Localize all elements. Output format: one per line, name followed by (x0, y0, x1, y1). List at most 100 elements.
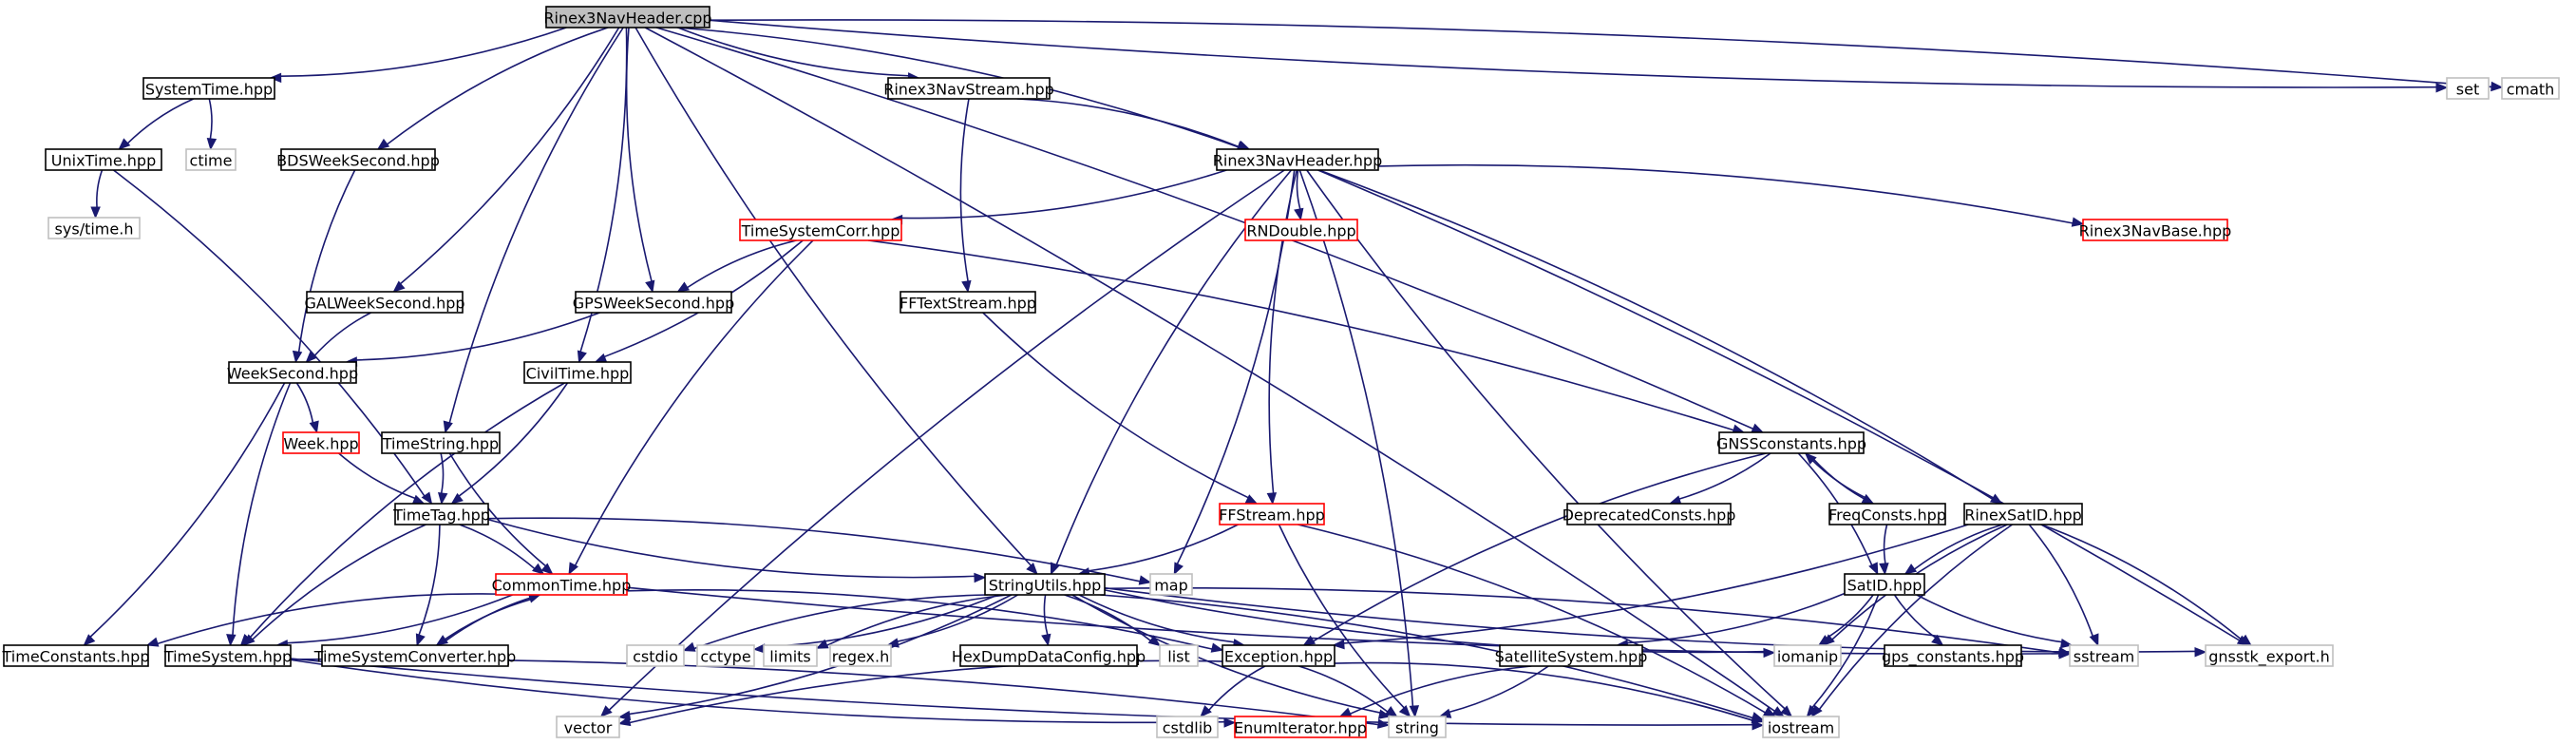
edge-unixtime-hpp-to-sys-time-h (90, 169, 104, 220)
node-gpsweeksecond-hpp[interactable]: GPSWeekSecond.hpp (573, 291, 734, 314)
node-cmath[interactable]: cmath (2501, 77, 2560, 100)
node-satellitesystem-hpp[interactable]: SatelliteSystem.hpp (1495, 644, 1648, 667)
node-rinexsatid-hpp[interactable]: RinexSatID.hpp (1963, 503, 2083, 525)
node-list[interactable]: list (1159, 644, 1199, 667)
edge-arrowhead (450, 492, 464, 505)
edge-line (387, 27, 609, 145)
node-hexdumpdataconfig-hpp[interactable]: HexDumpDataConfig.hpp (952, 644, 1146, 667)
edge-arrowhead (269, 72, 282, 84)
node-vector[interactable]: vector (556, 716, 620, 738)
node-stringutils-hpp[interactable]: StringUtils.hpp (984, 573, 1106, 596)
node-box (1762, 716, 1840, 738)
node-label: gps_constants.hpp (1882, 648, 2024, 667)
node-galweeksecond-hpp[interactable]: GALWeekSecond.hpp (304, 291, 465, 314)
edge-arrowhead (1806, 704, 1818, 718)
node-box (280, 148, 436, 171)
node-freqconsts-hpp[interactable]: FreqConsts.hpp (1828, 503, 1946, 525)
edge-line (440, 452, 445, 494)
node-satid-hpp[interactable]: SatID.hpp (1844, 573, 1925, 596)
edge-rinex3navheader-cpp-to-bdsweeksecond-hpp (376, 27, 609, 150)
node-commontime-hpp[interactable]: CommonTime.hpp (492, 573, 632, 596)
node-limits[interactable]: limits (763, 644, 818, 667)
edge-exception-hpp-to-iostream (1334, 661, 1765, 724)
edge-freqconsts-hpp-to-gnssconstants-hpp (1804, 452, 1874, 505)
node-weeksecond-hpp[interactable]: WeekSecond.hpp (227, 361, 358, 384)
node-timesystemcorr-hpp[interactable]: TimeSystemCorr.hpp (739, 219, 902, 241)
node-rinex3navstream-hpp[interactable]: Rinex3NavStream.hpp (883, 77, 1054, 100)
node-label: limits (769, 648, 811, 666)
node-cstdio[interactable]: cstdio (626, 644, 685, 667)
node-label: ctime (190, 152, 233, 170)
edge-arrowhead (1763, 647, 1776, 659)
node-bdsweeksecond-hpp[interactable]: BDSWeekSecond.hpp (276, 148, 440, 171)
edge-line (677, 27, 909, 77)
node-box (1499, 644, 1643, 667)
node-timesystem-hpp[interactable]: TimeSystem.hpp (163, 644, 292, 667)
node-label: regex.h (832, 648, 889, 666)
edge-line (687, 239, 797, 289)
node-box (545, 6, 710, 29)
node-ffstream-hpp[interactable]: FFStream.hpp (1219, 503, 1325, 525)
node-systemtime-hpp[interactable]: SystemTime.hpp (142, 77, 275, 100)
node-box (1216, 148, 1379, 171)
node-label: TimeSystem.hpp (163, 648, 292, 666)
node-timestring-hpp[interactable]: TimeString.hpp (381, 431, 501, 454)
edge-line (1298, 665, 1389, 713)
node-week-hpp[interactable]: Week.hpp (282, 431, 360, 454)
node-gnssconstants-hpp[interactable]: GNSSconstants.hpp (1716, 431, 1866, 454)
node-box (739, 219, 902, 241)
node-exception-hpp[interactable]: Exception.hpp (1222, 644, 1335, 667)
node-timeconstants-hpp[interactable]: TimeConstants.hpp (2, 644, 150, 667)
edge-arrowhead (1026, 562, 1038, 575)
edge-line (625, 27, 653, 282)
edge-line (1813, 459, 1874, 505)
node-set[interactable]: set (2446, 77, 2490, 100)
edge-stringutils-hpp-to-hexdumpdataconfig-hpp (1041, 594, 1051, 647)
node-unixtime-hpp[interactable]: UnixTime.hpp (45, 148, 162, 171)
edge-line (1317, 169, 2241, 641)
node-regex-h[interactable]: regex.h (829, 644, 892, 667)
node-fftextstream-hpp[interactable]: FFTextStream.hpp (900, 291, 1036, 314)
node-map[interactable]: map (1149, 573, 1193, 596)
edge-line (1298, 169, 1414, 707)
node-label: GPSWeekSecond.hpp (573, 295, 734, 313)
node-rinex3navheader-cpp[interactable]: Rinex3NavHeader.cpp (543, 6, 712, 29)
node-enumiterator-hpp[interactable]: EnumIterator.hpp (1234, 716, 1367, 738)
node-label: Rinex3NavHeader.cpp (543, 10, 711, 28)
node-rinex3navbase-hpp[interactable]: Rinex3NavBase.hpp (2079, 219, 2232, 241)
node-gps-constants-hpp[interactable]: gps_constants.hpp (1882, 644, 2024, 667)
edge-rinexsatid-hpp-to-satid-hpp (1904, 524, 2003, 575)
node-iomanip[interactable]: iomanip (1773, 644, 1842, 667)
node-cctype[interactable]: cctype (696, 644, 755, 667)
node-ctime[interactable]: ctime (185, 148, 237, 171)
edge-line (126, 98, 195, 144)
edge-timetag-hpp-to-timesystemconverter-hpp (415, 524, 441, 647)
edge-arrowhead (226, 634, 237, 647)
node-iostream[interactable]: iostream (1762, 716, 1840, 738)
edge-arrowhead (1210, 642, 1224, 653)
node-box (3, 644, 149, 667)
edge-line (338, 452, 416, 500)
node-box (900, 291, 1036, 314)
node-timesystemconverter-hpp[interactable]: TimeSystemConverter.hpp (313, 644, 517, 667)
node-deprecatedconsts-hpp[interactable]: DeprecatedConsts.hpp (1563, 503, 1736, 525)
node-timetag-hpp[interactable]: TimeTag.hpp (392, 503, 490, 525)
edge-stringutils-hpp-to-list (1064, 594, 1162, 647)
node-rndouble-hpp[interactable]: RNDouble.hpp (1244, 219, 1358, 241)
node-rinex3navheader-hpp[interactable]: Rinex3NavHeader.hpp (1213, 148, 1382, 171)
node-cstdlib[interactable]: cstdlib (1156, 716, 1219, 738)
node-box (1244, 219, 1358, 241)
edge-line (897, 594, 1018, 642)
edge-line (1318, 169, 1994, 500)
node-civiltime-hpp[interactable]: CivilTime.hpp (523, 361, 632, 384)
node-sstream[interactable]: sstream (2069, 644, 2139, 667)
edge-ffstream-hpp-to-stringutils-hpp (1077, 524, 1239, 578)
node-box (2069, 644, 2139, 667)
edge-arrowhead (568, 562, 578, 576)
edge-line (487, 517, 1141, 583)
node-box (1844, 573, 1925, 596)
node-gnsstk-export-h[interactable]: gnsstk_export.h (2205, 644, 2334, 667)
node-label: iostream (1768, 719, 1834, 737)
node-string[interactable]: string (1388, 716, 1447, 738)
node-sys-time-h[interactable]: sys/time.h (47, 217, 141, 239)
